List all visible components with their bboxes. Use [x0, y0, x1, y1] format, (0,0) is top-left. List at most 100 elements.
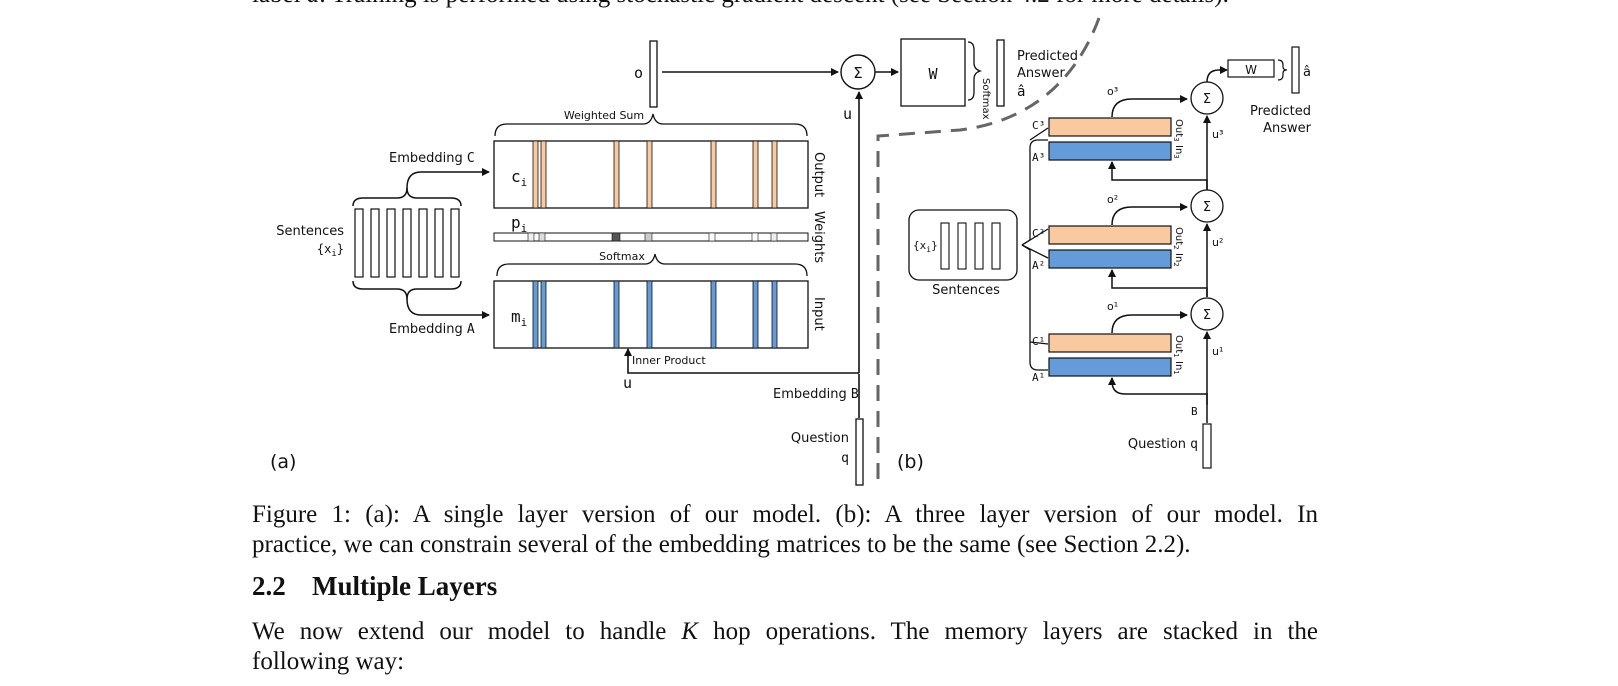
preceding-text-start: label	[252, 0, 307, 8]
arrow-o1	[1111, 311, 1188, 334]
in3-label: In3	[1172, 145, 1184, 159]
softmax-label: Softmax	[599, 250, 645, 263]
output-column	[752, 140, 759, 209]
o-label: o	[634, 64, 643, 82]
u-label-top: u	[843, 105, 852, 123]
out3-label: Out3	[1172, 119, 1184, 142]
a2-label: A²	[1032, 259, 1045, 272]
predicted-label-a: Predicted	[1017, 49, 1078, 64]
q-label-a: q	[841, 451, 849, 466]
input-column	[646, 280, 653, 349]
panel-b-label: (b)	[897, 451, 924, 473]
arrow-b-to-a1	[1108, 377, 1208, 405]
sentence-fan-lines	[1021, 127, 1049, 371]
arrow-embedding-a	[352, 280, 490, 319]
o1-label: o¹	[1107, 300, 1118, 313]
output-side-label: Output	[811, 152, 826, 197]
sentence-bar	[354, 208, 364, 278]
fan-line	[1021, 139, 1048, 246]
arrow-to-w-b	[1206, 66, 1228, 83]
a2-block	[1048, 249, 1172, 269]
sentence-bar-b	[940, 222, 950, 270]
c1-label: C¹	[1032, 335, 1045, 348]
sum-symbol-2: Σ	[1203, 200, 1211, 215]
answer-vector-b	[1291, 46, 1300, 94]
output-column	[613, 140, 620, 209]
weighted-sum-label: Weighted Sum	[564, 109, 644, 122]
c2-label: C²	[1032, 227, 1045, 240]
section-number: 2.2	[252, 571, 286, 601]
panel-a-label: (a)	[270, 451, 296, 473]
out2-label: Out2	[1172, 227, 1184, 250]
fan-line	[1021, 228, 1049, 246]
arrow-u2-to-a3	[1108, 161, 1208, 190]
sentence-bar	[418, 208, 428, 278]
softmax-vertical-label: Softmax	[980, 78, 991, 120]
output-vector-o	[649, 40, 658, 108]
sentence-bar	[370, 208, 380, 278]
weights-cells	[527, 232, 778, 242]
mi-label: mi	[511, 307, 527, 329]
output-memory-columns	[532, 140, 778, 209]
output-column	[532, 140, 539, 209]
fan-line	[1029, 127, 1049, 141]
answer-label-b: Answer	[1263, 121, 1312, 136]
a3-block	[1048, 141, 1172, 161]
weight-cell	[770, 232, 778, 242]
question-label-a: Question	[791, 431, 849, 446]
arrow-o3	[1111, 95, 1188, 118]
softmax-brace-b	[1277, 59, 1288, 81]
u2-label: u²	[1212, 236, 1223, 249]
panel-a: (a) o Σ W Softmax Predicted Answer â u W…	[270, 38, 1078, 486]
embedding-b-label: Embedding B	[773, 387, 859, 402]
figure-caption: Figure 1: (a): A single layer version of…	[252, 500, 1318, 560]
c2-block	[1048, 225, 1172, 245]
arrow-u1-to-a2	[1108, 269, 1208, 297]
sum-symbol-1: Σ	[1203, 308, 1211, 323]
sentence-bar	[434, 208, 444, 278]
xi-label-b: {xi}	[913, 239, 938, 254]
sentences-a	[354, 208, 460, 278]
pi-label: pi	[511, 213, 527, 235]
a-hat-label: â	[1017, 84, 1025, 100]
sentences-label-b: Sentences	[932, 283, 1000, 298]
o2-label: o²	[1107, 193, 1118, 206]
inner-product-label: Inner Product	[632, 354, 706, 367]
weight-cell	[708, 232, 716, 242]
input-memory-columns	[532, 280, 778, 349]
input-side-label: Input	[811, 297, 826, 331]
b-label: B	[1191, 405, 1198, 418]
input-column	[710, 280, 717, 349]
output-column	[540, 140, 547, 209]
input-column	[532, 280, 539, 349]
ci-label: ci	[511, 167, 527, 189]
arrow-o2	[1111, 203, 1188, 226]
weight-cell	[538, 232, 546, 242]
sentences-top-brace	[406, 187, 462, 207]
a-hat-label-b: â	[1303, 65, 1311, 80]
sentence-bar	[386, 208, 396, 278]
question-vector-b	[1202, 423, 1212, 469]
preceding-text-var: a	[307, 0, 320, 8]
body-line-2: following way:	[252, 648, 405, 675]
weight-cell	[611, 232, 621, 242]
softmax-brace-a	[967, 41, 983, 101]
question-label-b: Question q	[1128, 437, 1198, 452]
w-matrix-b	[1227, 59, 1275, 78]
embedding-c-label: Embedding C	[389, 151, 475, 166]
weights-side-label: Weights	[811, 211, 826, 263]
u-label-bottom: u	[623, 374, 632, 392]
sentence-bar	[450, 208, 460, 278]
sentence-bar-b	[991, 222, 1001, 270]
a3-label: A³	[1032, 151, 1045, 164]
weight-cell	[751, 232, 759, 242]
fan-line	[1021, 244, 1048, 371]
c1-block	[1048, 333, 1172, 353]
output-column	[646, 140, 653, 209]
output-column	[710, 140, 717, 209]
embedding-a-label: Embedding A	[389, 322, 475, 337]
input-column	[613, 280, 620, 349]
sentence-bar	[402, 208, 412, 278]
